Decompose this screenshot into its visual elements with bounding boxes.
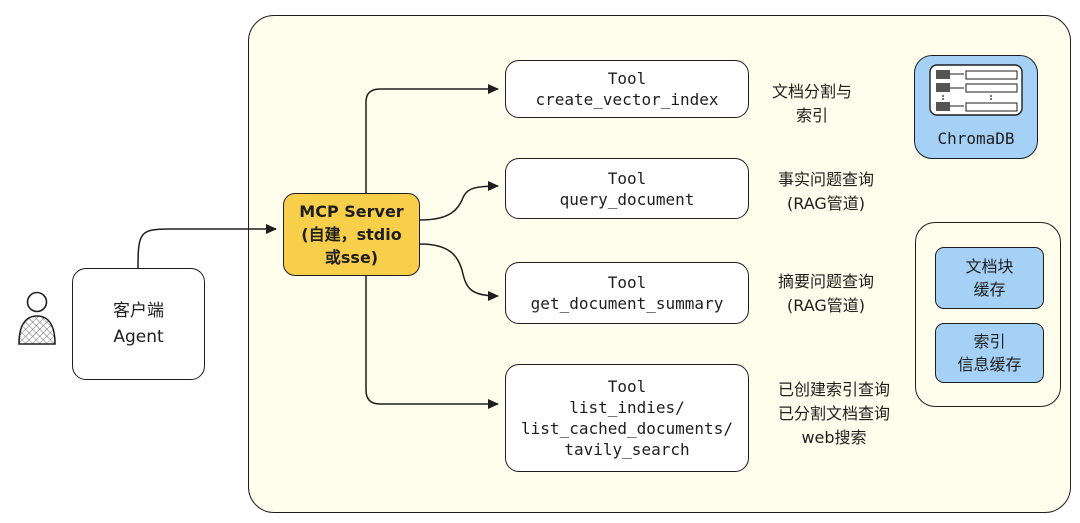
agent-label: Agent [113, 327, 164, 347]
note-line: 索引 [795, 106, 828, 125]
note-line: 摘要问题查询 [777, 272, 874, 291]
tool-note: 事实问题查询 (RAG管道) [772, 168, 880, 216]
tool-get-document-summary: Tool get_document_summary [505, 262, 749, 324]
tool-label: Tool [607, 69, 647, 88]
mcp-to-query-arrow [419, 181, 499, 221]
chromadb-box: ChromaDB [914, 55, 1038, 159]
note-line: (RAG管道) [786, 194, 866, 213]
mcp-server-subtitle-2: 或sse) [324, 248, 379, 267]
chromadb-label: ChromaDB [937, 129, 1015, 148]
note-line: 已分割文档查询 [777, 404, 890, 423]
note-line: 事实问题查询 [777, 170, 874, 189]
client-label: 客户端 [113, 301, 164, 321]
tool-note: 摘要问题查询 (RAG管道) [772, 270, 880, 318]
note-line: 文档分割与 [772, 82, 853, 101]
note-line: 已创建索引查询 [777, 380, 890, 399]
cache-label: 信息缓存 [957, 355, 1022, 374]
note-line: web搜索 [801, 428, 867, 447]
tool-name: list_indies/ [569, 398, 685, 417]
mcp-server-subtitle: (自建，stdio [301, 225, 402, 244]
database-table-icon [929, 64, 1023, 116]
tool-query-document: Tool query_document [505, 158, 749, 219]
tool-label: Tool [607, 168, 647, 188]
client-to-mcp-arrow [137, 224, 277, 269]
document-chunk-cache: 文档块 缓存 [935, 247, 1044, 309]
tool-list-and-search: Tool list_indies/ list_cached_documents/… [505, 364, 749, 472]
cache-label: 缓存 [973, 280, 1006, 299]
tool-create-vector-index: Tool create_vector_index [505, 60, 749, 118]
cache-label: 索引 [973, 332, 1006, 351]
tool-name: tavily_search [564, 440, 690, 459]
mcp-to-summary-arrow [419, 243, 499, 301]
tool-name: list_cached_documents/ [521, 419, 733, 438]
tool-note: 已创建索引查询 已分割文档查询 web搜索 [772, 378, 896, 450]
tool-label: Tool [607, 377, 647, 396]
mcp-server-box: MCP Server (自建，stdio 或sse) [283, 193, 420, 276]
mcp-to-create-index-arrow [365, 84, 499, 193]
note-line: (RAG管道) [786, 296, 866, 315]
tool-name: create_vector_index [535, 90, 719, 109]
tool-note: 文档分割与 索引 [772, 80, 852, 128]
user-icon [18, 291, 56, 345]
mcp-to-list-arrow [365, 276, 499, 409]
index-info-cache: 索引 信息缓存 [935, 323, 1044, 383]
client-agent-box: 客户端 Agent [72, 268, 205, 380]
tool-label: Tool [607, 273, 647, 292]
tool-name: get_document_summary [530, 294, 724, 313]
cache-label: 文档块 [965, 257, 1014, 276]
tool-name: query_document [559, 189, 695, 209]
mcp-server-title: MCP Server [299, 202, 404, 221]
